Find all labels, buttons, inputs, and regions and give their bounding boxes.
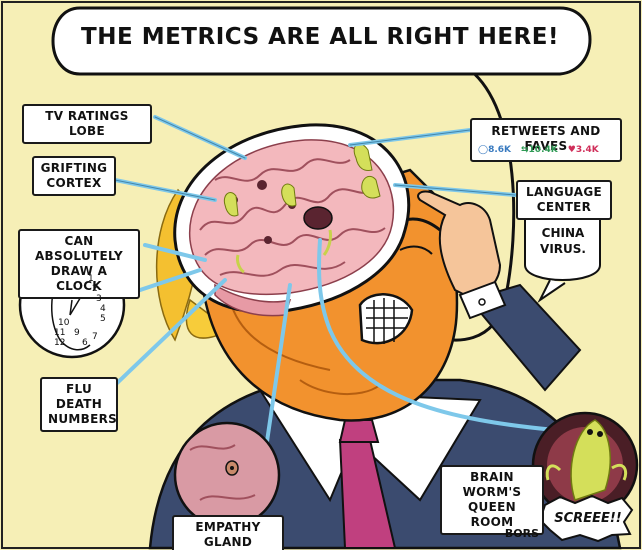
brain [173, 123, 411, 317]
reply-stat: ◯8.6K [478, 145, 511, 155]
clock-number: 6 [82, 338, 88, 348]
speech-bubble [51, 6, 592, 342]
label-clock: CAN ABSOLUTELY DRAW A CLOCK [18, 229, 140, 299]
clock-number: 1 [88, 274, 94, 284]
empathy-gland-closeup [173, 421, 281, 529]
label-brain-worm-queen-room: BRAIN WORM'S QUEEN ROOM [440, 465, 544, 535]
clock-number: 3 [96, 294, 102, 304]
quote-bubble-text: CHINA VIRUS. [540, 226, 586, 256]
label-flu-death-numbers: FLU DEATH NUMBERS [40, 377, 118, 432]
clock-number: 7 [92, 332, 98, 342]
clock-number: 2 [92, 284, 98, 294]
label-empathy-gland: EMPATHY GLAND [172, 515, 284, 550]
artist-signature: BORS [504, 527, 540, 540]
clock-number: 5 [100, 314, 106, 324]
retweet-count: 10.4K [528, 145, 558, 155]
label-pointer-outlines [114, 116, 516, 201]
hand [417, 190, 582, 392]
scream-text: SCREEE!! [554, 511, 622, 526]
like-stat: ♥3.4K [567, 145, 599, 155]
worm-queen-closeup [531, 411, 639, 519]
reply-count: 8.6K [488, 145, 511, 155]
clock-number: 4 [100, 304, 106, 314]
label-retweets-and-faves: RETWEETS AND FAVES [470, 118, 622, 162]
speech-bubble-text: THE METRICS ARE ALL RIGHT HERE! [81, 24, 559, 50]
clock-number: 11 [54, 328, 66, 338]
scream-burst [538, 494, 634, 543]
label-tv-ratings-lobe: TV RATINGS LOBE [22, 104, 152, 144]
clock-number: 9 [74, 328, 80, 338]
social-stats: ◯8.6K ⇆10.4K ♥3.4K [478, 145, 599, 155]
clock-number: 12 [54, 338, 66, 348]
label-grifting-cortex: GRIFTING CORTEX [32, 156, 116, 196]
retweet-stat: ⇆10.4K [521, 145, 558, 155]
like-count: 3.4K [575, 145, 599, 155]
label-language-center: LANGUAGE CENTER [516, 180, 612, 220]
quote-bubble-tail [537, 279, 566, 303]
clock-number: 10 [58, 318, 70, 328]
